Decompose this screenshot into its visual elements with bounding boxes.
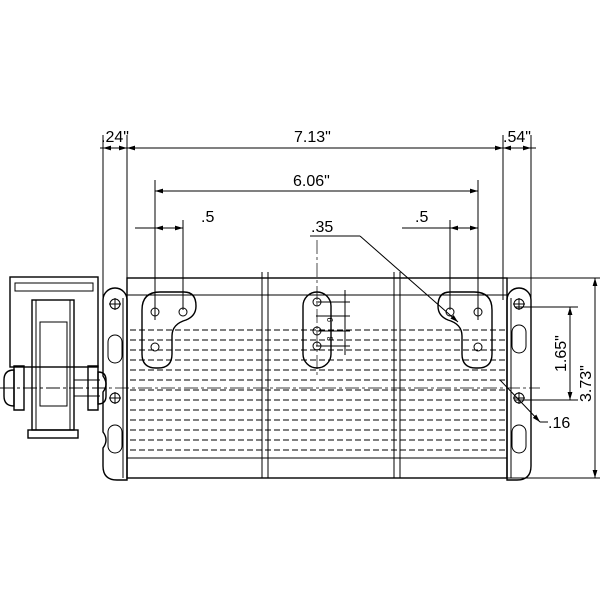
- dim-left-slot: .5: [201, 209, 214, 226]
- dim-total-height: 3.73": [578, 365, 595, 402]
- left-mount-bracket: [141, 291, 197, 369]
- right-mount-bracket: [437, 291, 493, 369]
- dim-hole-dia: .35: [311, 219, 333, 236]
- motor: [0, 276, 110, 439]
- dim-hole-spacing: 6.06": [293, 173, 330, 190]
- dim-overall-width: 7.13": [294, 129, 331, 146]
- center-mount-bracket: [302, 240, 332, 375]
- dimension-lines: [100, 145, 598, 478]
- extension-lines: [102, 135, 600, 479]
- dim-small-hole: .16: [548, 415, 570, 432]
- dim-mount-height: 1.65": [553, 335, 570, 372]
- dim-right-slot: .5: [415, 209, 428, 226]
- dim-left-offset: .24": [101, 129, 129, 146]
- dim-right-offset: .54": [503, 129, 531, 146]
- impeller-blades: [0, 329, 540, 451]
